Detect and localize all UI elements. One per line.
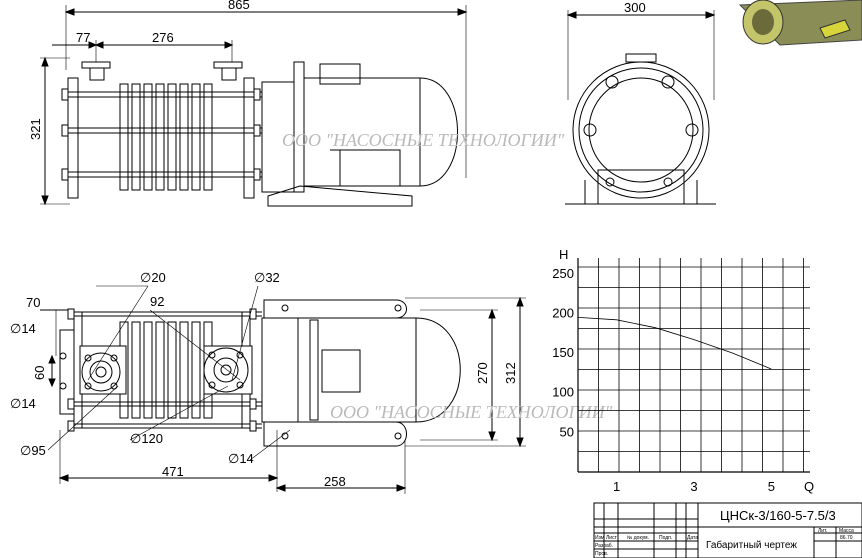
row-label-doc: № докум. [627, 535, 649, 541]
chart-y-ticks: 250 200 150 100 50 [552, 266, 574, 440]
watermark-bottom: ООО "НАСОСНЫЕ ТЕХНОЛОГИИ" [330, 402, 613, 422]
dim-321: 321 [28, 118, 43, 140]
dim-92: 92 [150, 294, 164, 309]
pump-3d-thumbnail [738, 0, 862, 46]
dim-471: 471 [162, 464, 184, 479]
sign-label-checker: Пров. [595, 551, 608, 557]
dim-312: 312 [503, 362, 518, 384]
end-view [565, 10, 716, 205]
watermark-top: ООО "НАСОСНЫЕ ТЕХНОЛОГИИ" [282, 130, 565, 150]
mass-value: 86.70 [840, 535, 853, 541]
chart-series [577, 317, 772, 370]
chart-x-tick-label: 3 [690, 479, 697, 494]
chart-x-tick-label: 1 [613, 479, 620, 494]
lit-header: Лит. [818, 528, 827, 534]
chart-y-tick-label: 150 [552, 345, 574, 360]
chart-x-tick-label: 5 [768, 479, 775, 494]
product-designation: ЦНСк-3/160-5-7.5/3 [720, 508, 836, 523]
dim-70: 70 [26, 295, 40, 310]
chart-y-tick-label: 250 [552, 266, 574, 281]
chart-x-axis-label: Q [804, 479, 814, 494]
dim-60: 60 [32, 366, 47, 380]
plan-view [40, 285, 526, 494]
dim-77: 77 [76, 30, 90, 45]
dim-dia-14-c: ∅14 [228, 451, 254, 466]
chart-x-ticks: 1 3 5 [613, 479, 775, 494]
row-label-izm: Изм [595, 535, 605, 541]
chart-series-line [577, 317, 772, 370]
mass-header: Масса [839, 528, 854, 534]
dim-dia-120: ∅120 [130, 431, 163, 446]
dim-270: 270 [475, 362, 490, 384]
chart-grid [578, 258, 810, 472]
dim-300: 300 [624, 0, 646, 15]
sign-label-developer: Разраб. [595, 543, 613, 549]
dim-dia-14-a: ∅14 [10, 321, 36, 336]
chart-y-tick-label: 100 [552, 385, 574, 400]
side-view [40, 5, 468, 207]
row-label-list: Лист [606, 535, 618, 541]
dim-dia-14-b: ∅14 [10, 396, 36, 411]
dim-258: 258 [324, 474, 346, 489]
chart-y-tick-label: 50 [560, 424, 574, 439]
chart-y-tick-label: 200 [552, 305, 574, 320]
performance-chart: H Q 250 200 150 100 50 1 3 5 [552, 247, 814, 494]
dim-276: 276 [152, 30, 174, 45]
chart-y-axis-label: H [559, 247, 568, 262]
dim-dia-95: ∅95 [20, 443, 46, 458]
dim-dia-32: ∅32 [254, 270, 280, 285]
title-block [593, 502, 862, 558]
dim-dia-20: ∅20 [140, 270, 166, 285]
row-label-date: Дата [687, 535, 698, 541]
row-label-sign: Подп. [659, 535, 672, 541]
chart-axes [577, 258, 810, 473]
drawing-title: Габаритный чертеж [706, 539, 797, 551]
dim-865: 865 [228, 0, 250, 12]
